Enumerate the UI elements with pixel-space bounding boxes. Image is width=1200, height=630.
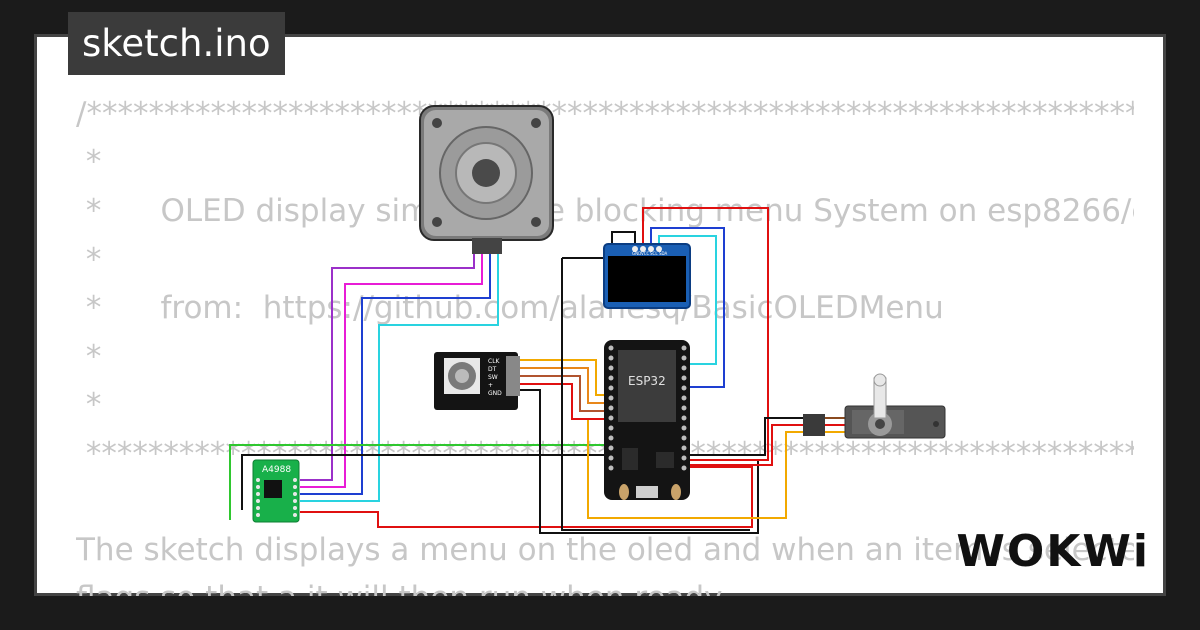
encoder-pin-label: DT <box>488 366 497 373</box>
code-line: /***************************************… <box>76 96 1134 132</box>
code-line: The sketch displays a menu on the oled a… <box>76 532 1134 568</box>
encoder-pin-label: SW <box>488 374 498 381</box>
wires <box>229 207 805 534</box>
oled-pin-label: GND <box>632 251 641 256</box>
esp32-board[interactable]: ESP32 <box>604 340 690 500</box>
esp32-label: ESP32 <box>628 374 666 388</box>
driver-label: A4988 <box>262 465 291 475</box>
encoder-pin-label: CLK <box>488 358 501 365</box>
encoder-pin-label: + <box>488 382 493 389</box>
oled-pin-label: VCC <box>641 251 650 256</box>
code-line: * <box>76 339 102 375</box>
wokwi-logo: WOKWi <box>956 526 1150 577</box>
oled-pin-label: SDA <box>659 251 668 256</box>
a4988-driver[interactable]: A4988 <box>252 459 300 523</box>
code-line: * <box>76 144 102 180</box>
file-tab[interactable]: sketch.ino <box>68 12 285 75</box>
code-line: flags so that a it will then run when re… <box>76 580 728 596</box>
code-line: * OLED display simple none blocking menu… <box>76 193 1134 229</box>
code-line: * <box>76 242 102 278</box>
code-line: * <box>76 387 102 423</box>
servo-motor[interactable] <box>803 373 946 439</box>
encoder-pin-label: GND <box>488 390 502 397</box>
stepper-motor[interactable] <box>419 105 554 254</box>
oled-pin-label: SCL <box>650 251 658 256</box>
oled-display[interactable]: GND VCC SCL SDA <box>603 243 691 309</box>
rotary-encoder[interactable]: CLK DT SW + GND <box>434 352 520 410</box>
code-canvas <box>34 34 1166 596</box>
code-editor[interactable]: /***************************************… <box>76 96 1134 596</box>
